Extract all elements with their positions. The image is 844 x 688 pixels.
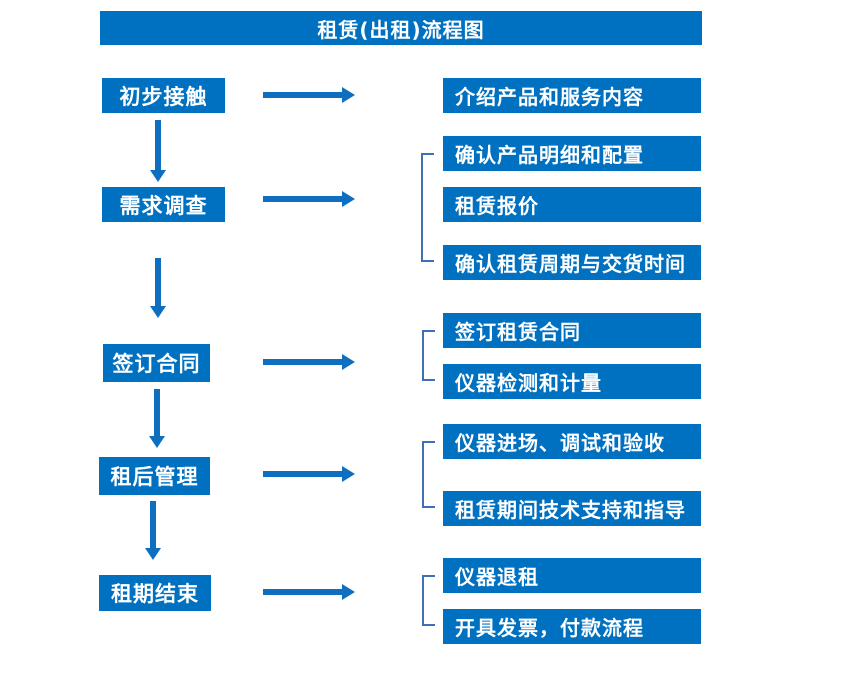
right-arrow <box>263 354 355 370</box>
step-box-lease-end: 租期结束 <box>99 575 211 611</box>
bracket <box>422 330 435 381</box>
arrow-shaft <box>263 92 343 98</box>
detail-box: 仪器进场、调试和验收 <box>443 424 701 459</box>
arrow-shaft <box>263 471 343 477</box>
arrow-head <box>150 306 166 318</box>
down-arrow <box>150 120 166 182</box>
arrow-head <box>150 170 166 182</box>
bracket <box>422 575 435 626</box>
step-box-sign-contract: 签订合同 <box>103 344 210 382</box>
arrow-shaft <box>154 389 160 437</box>
down-arrow <box>149 389 165 448</box>
down-arrow <box>145 501 161 560</box>
right-arrow <box>263 87 355 103</box>
arrow-shaft <box>263 196 343 202</box>
arrow-head <box>342 354 355 370</box>
page-title: 租赁(出租)流程图 <box>100 11 702 45</box>
detail-box: 仪器检测和计量 <box>443 364 701 399</box>
detail-box: 确认租赁周期与交货时间 <box>443 245 701 280</box>
right-arrow <box>263 191 355 207</box>
arrow-head <box>342 191 355 207</box>
arrow-head <box>342 87 355 103</box>
right-arrow <box>263 584 355 600</box>
step-box-demand-survey: 需求调查 <box>102 187 225 222</box>
arrow-shaft <box>150 501 156 549</box>
detail-box: 介绍产品和服务内容 <box>443 78 701 113</box>
right-arrow <box>263 466 355 482</box>
detail-box: 仪器退租 <box>443 558 701 593</box>
arrow-head <box>145 548 161 560</box>
detail-box: 开具发票，付款流程 <box>443 609 701 644</box>
detail-box: 确认产品明细和配置 <box>443 136 701 171</box>
arrow-head <box>342 466 355 482</box>
bracket <box>422 441 435 508</box>
step-box-post-rental-management: 租后管理 <box>99 457 210 495</box>
bracket <box>421 153 434 262</box>
arrow-shaft <box>263 359 343 365</box>
detail-box: 租赁期间技术支持和指导 <box>443 491 701 526</box>
step-box-initial-contact: 初步接触 <box>102 78 225 113</box>
detail-box: 签订租赁合同 <box>443 313 701 348</box>
down-arrow <box>150 258 166 318</box>
detail-box: 租赁报价 <box>443 187 701 222</box>
arrow-shaft <box>155 258 161 307</box>
arrow-head <box>342 584 355 600</box>
arrow-shaft <box>155 120 161 171</box>
arrow-shaft <box>263 589 343 595</box>
arrow-head <box>149 436 165 448</box>
